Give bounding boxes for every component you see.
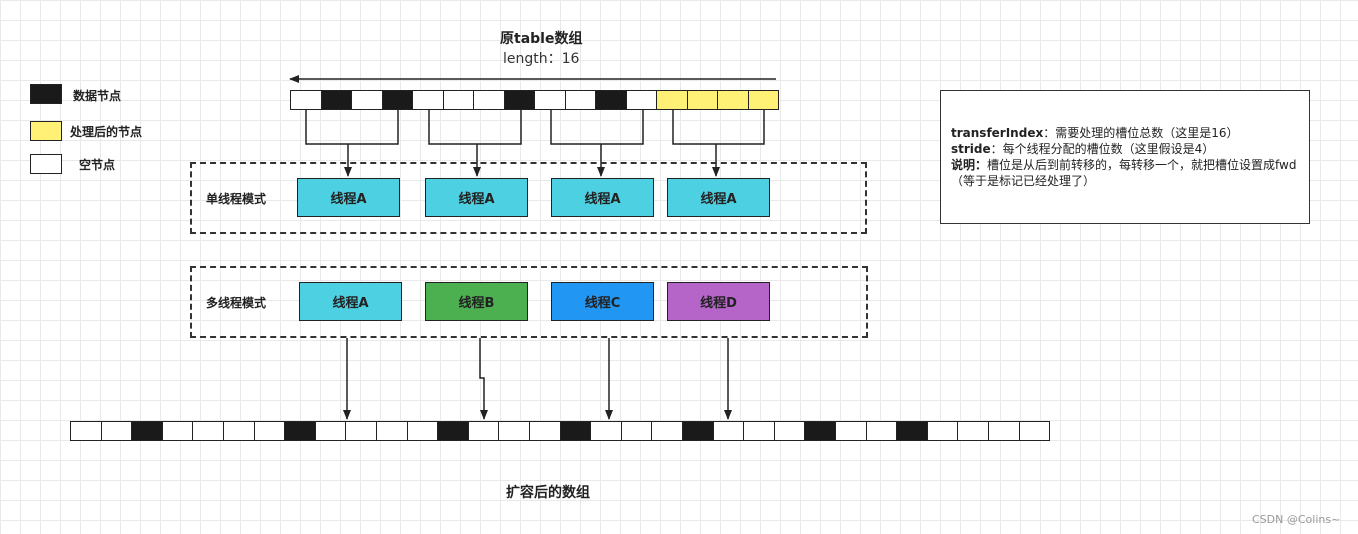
original-array-slot-empty [473,90,505,110]
legend-swatch-data [30,84,62,104]
slot-group-bracket-2 [428,110,522,145]
new-array-slot-empty [712,421,745,441]
note-line-explanation: 说明：槽位是从后到前转移的，每转移一个，就把槽位设置成fwd（等于是标记已经处理… [951,157,1299,189]
original-array-slot-empty [534,90,566,110]
original-array-slot-data [595,90,627,110]
new-array-slot-data [131,421,163,441]
note-box: transferIndex：需要处理的槽位总数（这里是16） stride：每个… [940,90,1310,224]
new-array-slot-empty [1018,421,1051,441]
diagram-title: 原table数组 [500,31,583,47]
new-array-slot-data [682,421,714,441]
note-text-explanation: 槽位是从后到前转移的，每转移一个，就把槽位设置成fwd（等于是标记已经处理了） [951,158,1297,188]
single-mode-thread-3: 线程A [551,178,654,217]
multi-mode-thread-4: 线程D [667,282,770,321]
note-key-explanation: 说明： [951,158,988,172]
new-array-slot-empty [529,421,561,441]
note-text-stride: ：每个线程分配的槽位数（这里假设是4） [990,142,1215,156]
new-array-slot-empty [253,421,286,441]
single-thread-mode-label: 单线程模式 [206,192,267,206]
new-array-slot-empty [70,421,102,441]
single-mode-thread-1: 线程A [297,178,400,217]
note-key-transfer-index: transferIndex [951,126,1044,140]
note-line-transfer-index: transferIndex：需要处理的槽位总数（这里是16） [951,125,1299,141]
original-array-slot-processed [717,90,749,110]
original-array-slot-processed [686,90,718,110]
single-mode-thread-4: 线程A [667,178,770,217]
slot-group-bracket-4 [672,110,765,145]
new-array-slot-empty [467,421,500,441]
new-array-slot-empty [100,421,133,441]
new-array-slot-data [559,421,592,441]
new-array-slot-empty [988,421,1020,441]
multi-mode-thread-1: 线程A [299,282,402,321]
note-text-transfer-index: ：需要处理的槽位总数（这里是16） [1043,126,1239,140]
new-array-slot-data [284,421,316,441]
watermark: CSDN @Colins~ [1252,513,1341,526]
original-array-slot-empty [290,90,322,110]
single-mode-thread-2: 线程A [425,178,528,217]
new-array-slot-empty [926,421,959,441]
new-array-slot-empty [498,421,530,441]
new-array-slot-empty [590,421,622,441]
original-array-slot-empty [351,90,383,110]
original-array-slot-empty [625,90,657,110]
legend-swatch-processed [30,121,62,141]
new-array-slot-empty [957,421,989,441]
original-array-slot-empty [442,90,474,110]
diagram-subtitle: length：16 [503,51,580,67]
thread-b-to-new-array-arrow [479,338,488,420]
new-array-slot-empty [865,421,898,441]
original-array-slot-processed [747,90,779,110]
new-array-label: 扩容后的数组 [506,485,590,501]
new-array-slot-data [437,421,469,441]
legend-swatch-empty [30,154,62,174]
legend-label-empty: 空节点 [79,158,116,172]
new-array-slot-empty [161,421,194,441]
new-array-slot-empty [192,421,224,441]
new-array-slot-empty [651,421,683,441]
new-array-slot-empty [743,421,775,441]
new-array-slot-empty [773,421,806,441]
slot-group-bracket-3 [550,110,644,145]
multi-mode-thread-3: 线程C [551,282,654,321]
original-array-slot-empty [564,90,596,110]
original-array-slot-data [381,90,413,110]
multi-thread-mode-label: 多线程模式 [206,296,267,310]
legend-label-processed: 处理后的节点 [70,125,143,139]
new-array-slot-empty [314,421,347,441]
original-array-slot-empty [412,90,444,110]
note-key-stride: stride [951,142,991,156]
original-array-slot-data [320,90,352,110]
single-thread-mode-box [190,162,867,234]
new-array-slot-empty [835,421,867,441]
new-array-slot-empty [223,421,255,441]
slot-group-bracket-1 [305,110,399,145]
note-line-stride: stride：每个线程分配的槽位数（这里假设是4） [951,141,1299,157]
legend-label-data: 数据节点 [73,89,122,103]
new-array-slot-empty [406,421,439,441]
new-array-slot-empty [376,421,408,441]
new-array-slot-data [804,421,836,441]
original-array-slot-processed [656,90,688,110]
new-array-slot-empty [345,421,377,441]
new-array-slot-data [896,421,928,441]
new-array-slot-empty [620,421,653,441]
original-array-slot-data [503,90,535,110]
multi-thread-mode-box [190,266,868,338]
multi-mode-thread-2: 线程B [425,282,528,321]
